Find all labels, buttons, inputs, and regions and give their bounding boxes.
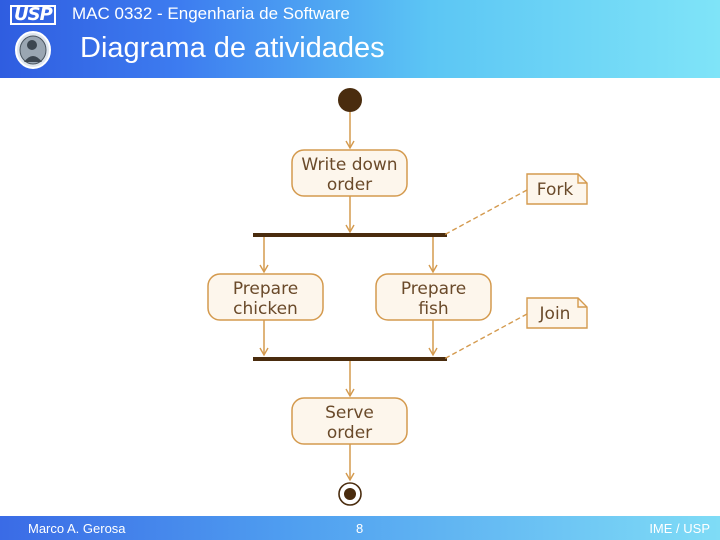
footer-institution: IME / USP [649,521,710,536]
action-prepare-fish: Prepare fish [375,273,492,321]
action-prepare-chicken: Prepare chicken [207,273,324,321]
slide-header: USP MAC 0332 - Engenharia de Software Di… [0,0,720,78]
action-serve-order: Serve order [291,397,408,445]
svg-text:Prepare: Prepare [401,279,466,299]
course-title: MAC 0332 - Engenharia de Software [72,4,350,23]
svg-text:order: order [327,423,372,443]
note-anchor-fork [443,189,528,236]
action-write-down-order: Write down order [291,149,408,197]
svg-text:order: order [327,175,372,195]
svg-text:Serve: Serve [325,403,374,423]
initial-node [338,88,362,112]
slide-footer: Marco A. Gerosa 8 IME / USP [0,516,720,540]
join-bar [253,357,447,361]
svg-text:Write down: Write down [301,155,397,175]
svg-text:Fork: Fork [537,180,574,200]
activity-diagram: Write down order Prepare chicken Prepare… [207,88,588,506]
svg-text:Prepare: Prepare [233,279,298,299]
usp-logo: USP [10,4,58,26]
slide-title: Diagrama de atividades [80,32,385,64]
svg-text:fish: fish [418,299,448,319]
svg-text:chicken: chicken [233,299,298,319]
svg-text:Join: Join [539,304,571,324]
footer-author: Marco A. Gerosa [28,521,126,536]
usp-logo-text: USP [10,5,56,25]
university-seal-icon [15,31,51,69]
final-node [338,482,362,506]
fork-bar [253,233,447,237]
note-join: Join [526,297,588,329]
footer-page-number: 8 [356,521,364,536]
note-fork: Fork [526,173,588,205]
